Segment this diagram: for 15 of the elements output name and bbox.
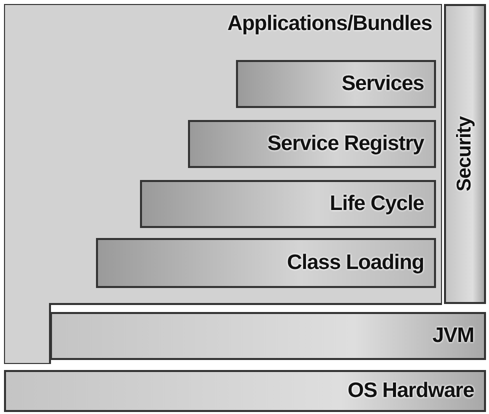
layer-label: Service Registry <box>267 132 424 156</box>
layer-label: Applications/Bundles <box>227 12 432 36</box>
layer-label: Security <box>454 116 476 192</box>
layer-box <box>188 120 436 168</box>
layer-label: OS Hardware <box>348 379 474 403</box>
layer-label: Class Loading <box>286 251 424 275</box>
layer-label: Services <box>342 72 424 96</box>
layer-label: JVM <box>432 324 474 348</box>
security-bar <box>444 4 486 304</box>
layer-box <box>140 180 436 228</box>
layer-box <box>236 60 436 108</box>
layer-label: Life Cycle <box>330 192 424 216</box>
layer-bar <box>50 312 486 360</box>
layer-box <box>96 238 436 288</box>
layer-bar <box>4 370 486 412</box>
